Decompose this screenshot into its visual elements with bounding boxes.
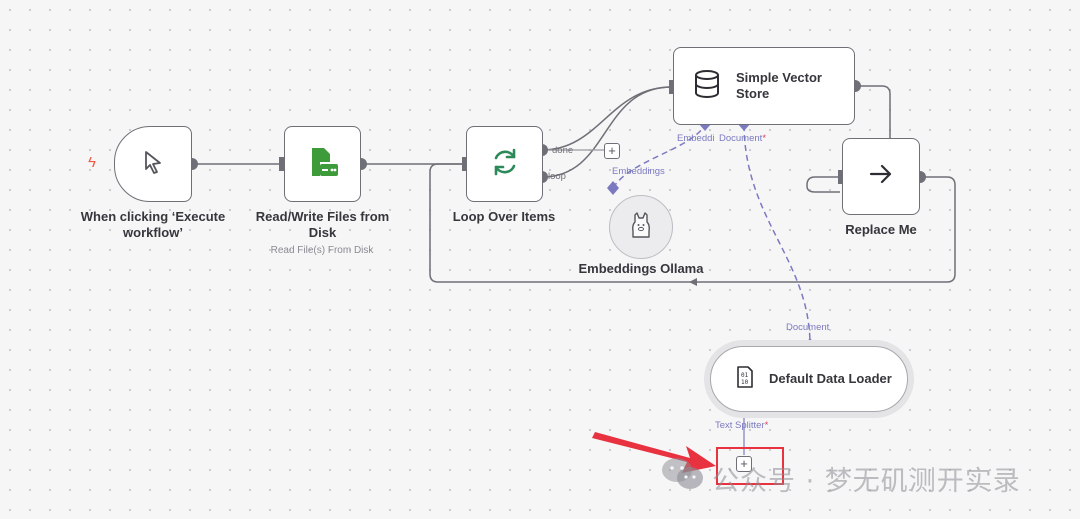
loader-document-port-label: Document — [786, 322, 830, 333]
embeddings-port-label: Embeddings — [612, 166, 665, 177]
read-write-node-subtitle: Read File(s) From Disk — [270, 245, 374, 256]
loop-node-title: Loop Over Items — [452, 209, 556, 224]
required-marker: * — [764, 420, 769, 431]
input-handle[interactable] — [462, 157, 467, 171]
binary-file-icon: 01 10 — [735, 365, 755, 394]
annotation-arrow — [592, 432, 716, 473]
trigger-node-title: When clicking ‘Execute workflow’ — [80, 209, 226, 240]
refresh-icon — [489, 146, 521, 183]
input-handle[interactable] — [279, 157, 284, 171]
database-icon — [692, 68, 722, 105]
replace-me-node[interactable] — [842, 138, 920, 215]
add-node-after-done-button[interactable]: + — [604, 143, 620, 159]
embeddings-ollama-node[interactable] — [609, 195, 673, 259]
read-write-files-node[interactable] — [284, 126, 361, 202]
trigger-node[interactable] — [114, 126, 192, 202]
connection-loader-to-vector[interactable] — [743, 124, 811, 346]
loop-done-output-label: done — [552, 145, 574, 156]
loop-loop-output-label: loop — [548, 171, 566, 182]
watermark-text: 公众号 · 梦无矶测开实录 — [712, 466, 1021, 497]
annotation-highlight-box — [716, 447, 784, 485]
embeddings-output-diamond[interactable] — [607, 181, 619, 195]
input-handle[interactable] — [669, 80, 674, 94]
svg-text:10: 10 — [741, 379, 749, 386]
file-disk-icon — [306, 145, 340, 184]
vector-document-port-label: Document* — [719, 133, 766, 144]
arrow-right-icon — [867, 160, 895, 193]
trigger-bolt-icon: ϟ — [88, 154, 96, 171]
connection-embeddings-to-vector[interactable] — [612, 124, 706, 189]
loop-over-items-node[interactable] — [466, 126, 543, 202]
required-marker: * — [762, 133, 767, 144]
connection-vector-to-replace[interactable] — [855, 85, 891, 138]
text-splitter-port-label: Text Splitter* — [715, 420, 768, 431]
data-loader-node-title: Default Data Loader — [769, 371, 892, 386]
add-text-splitter-button[interactable]: + — [736, 456, 752, 472]
input-handle[interactable] — [838, 170, 843, 184]
loopback-direction-arrow — [689, 278, 697, 286]
embeddings-node-title: Embeddings Ollama — [578, 261, 704, 276]
replace-me-node-title: Replace Me — [845, 222, 917, 237]
wechat-logo-icon — [660, 456, 706, 497]
connection-loop-done-to-vector[interactable] — [541, 86, 673, 151]
vector-document-port-text: Document — [719, 133, 763, 144]
connection-replace-self-input[interactable] — [806, 176, 840, 193]
connection-loop-loop-to-vector[interactable] — [541, 86, 673, 178]
vector-store-node-title: Simple Vector Store — [736, 70, 822, 101]
simple-vector-store-node[interactable]: Simple Vector Store — [673, 47, 855, 125]
ollama-llama-icon — [628, 210, 654, 245]
text-splitter-port-text: Text Splitter — [715, 420, 765, 431]
default-data-loader-node[interactable]: 01 10 Default Data Loader — [710, 346, 908, 412]
read-write-node-title: Read/Write Files from Disk — [255, 209, 390, 240]
svg-text:01: 01 — [741, 372, 749, 379]
cursor-pointer-icon — [138, 147, 168, 182]
vector-embedding-port-label: Embeddi — [677, 133, 715, 144]
